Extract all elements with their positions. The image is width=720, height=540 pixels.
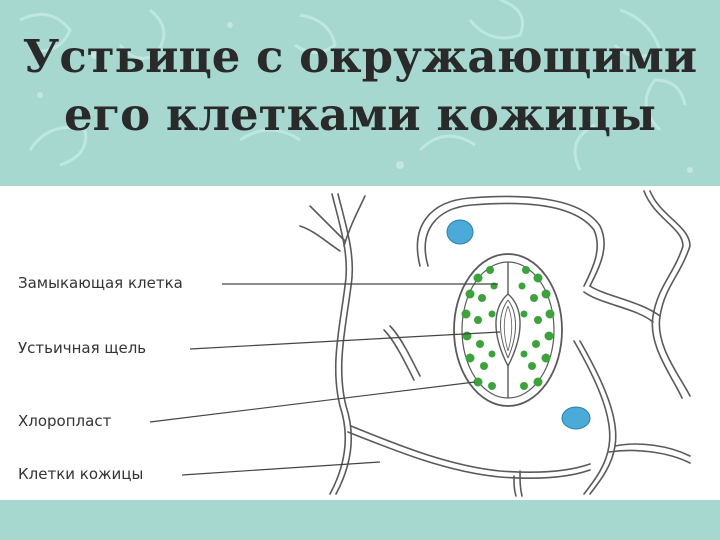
slide-title: Устьице с окружающими его клетками кожиц… bbox=[0, 28, 720, 144]
leader-line-chloroplast bbox=[150, 382, 475, 422]
leader-line-epidermal-cells bbox=[182, 462, 380, 475]
label-guard-cell: Замыкающая клетка bbox=[18, 274, 183, 292]
guard-cells bbox=[454, 254, 562, 406]
label-epidermal-cells: Клетки кожицы bbox=[18, 465, 143, 483]
leader-lines bbox=[150, 284, 500, 475]
title-line-2: его клетками кожицы bbox=[0, 86, 720, 144]
label-stomatal-pore: Устьичная щель bbox=[18, 339, 146, 357]
title-line-1: Устьице с окружающими bbox=[0, 28, 720, 86]
label-chloroplast: Хлоропласт bbox=[18, 412, 111, 430]
stomata-diagram: Замыкающая клетка Устьичная щель Хлоропл… bbox=[0, 186, 720, 500]
